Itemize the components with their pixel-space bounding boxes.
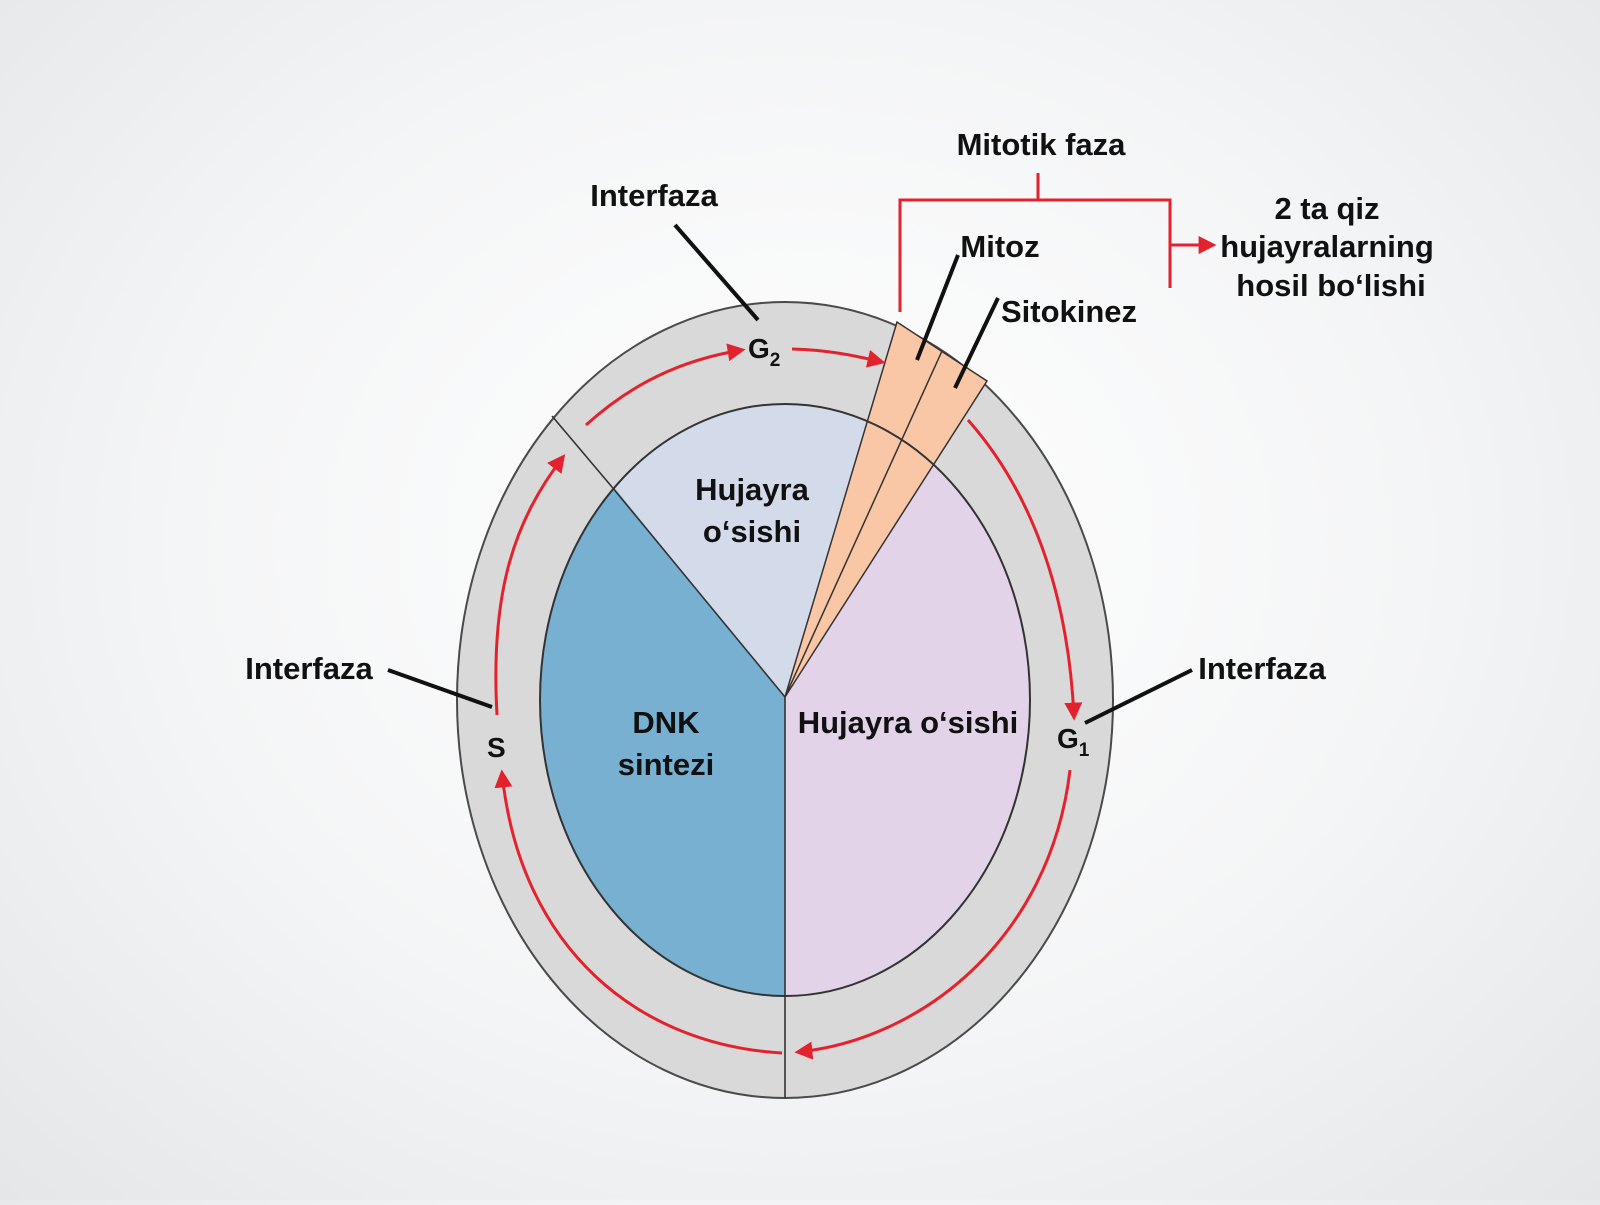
label-result-line2: hujayralarning	[1220, 229, 1434, 264]
sector-g2-label-line1: Hujayra	[695, 472, 809, 507]
label-mitoz: Mitoz	[960, 229, 1039, 264]
label-sitokinez: Sitokinez	[1001, 294, 1137, 329]
label-mitotik-faza: Mitotik faza	[957, 127, 1127, 162]
sector-g2-growth	[600, 404, 880, 697]
leader-interfaza-top	[673, 223, 760, 322]
sector-g1-label: Hujayra o‘sishi	[798, 705, 1019, 740]
phase-g2-label: G2	[748, 333, 780, 371]
sector-dnk-label-line1: DNK	[632, 705, 700, 740]
divider-g2-s-inner	[611, 486, 786, 698]
leader-sitokinez	[953, 297, 1000, 389]
arrow-bottom-to-s	[494, 769, 783, 1055]
mitosis-cytokinesis-divider	[784, 350, 943, 698]
sector-g2-label-line2: o‘sishi	[703, 514, 801, 549]
phase-g1-label: G1	[1057, 723, 1090, 761]
sector-dnk-label-line2: sintezi	[618, 747, 714, 782]
arrow-s-to-g2	[494, 454, 566, 716]
arrow-g1-to-bottom	[794, 769, 1072, 1060]
label-interfaza-top: Interfaza	[590, 178, 718, 213]
leader-interfaza-left	[387, 668, 493, 709]
divider-g2-s	[551, 415, 613, 488]
leader-mitoz	[915, 254, 960, 361]
label-result-line1: 2 ta qiz	[1274, 191, 1379, 226]
arrow-g2-to-mitosis	[791, 347, 886, 368]
phase-s-label: S	[487, 732, 506, 763]
label-result-line3: hosil bo‘lishi	[1236, 268, 1425, 303]
arrow-into-g2	[584, 343, 746, 427]
label-interfaza-left: Interfaza	[245, 651, 373, 686]
label-interfaza-right: Interfaza	[1198, 651, 1326, 686]
leader-interfaza-right	[1084, 668, 1193, 725]
arrow-mitosis-to-g1	[966, 419, 1083, 721]
